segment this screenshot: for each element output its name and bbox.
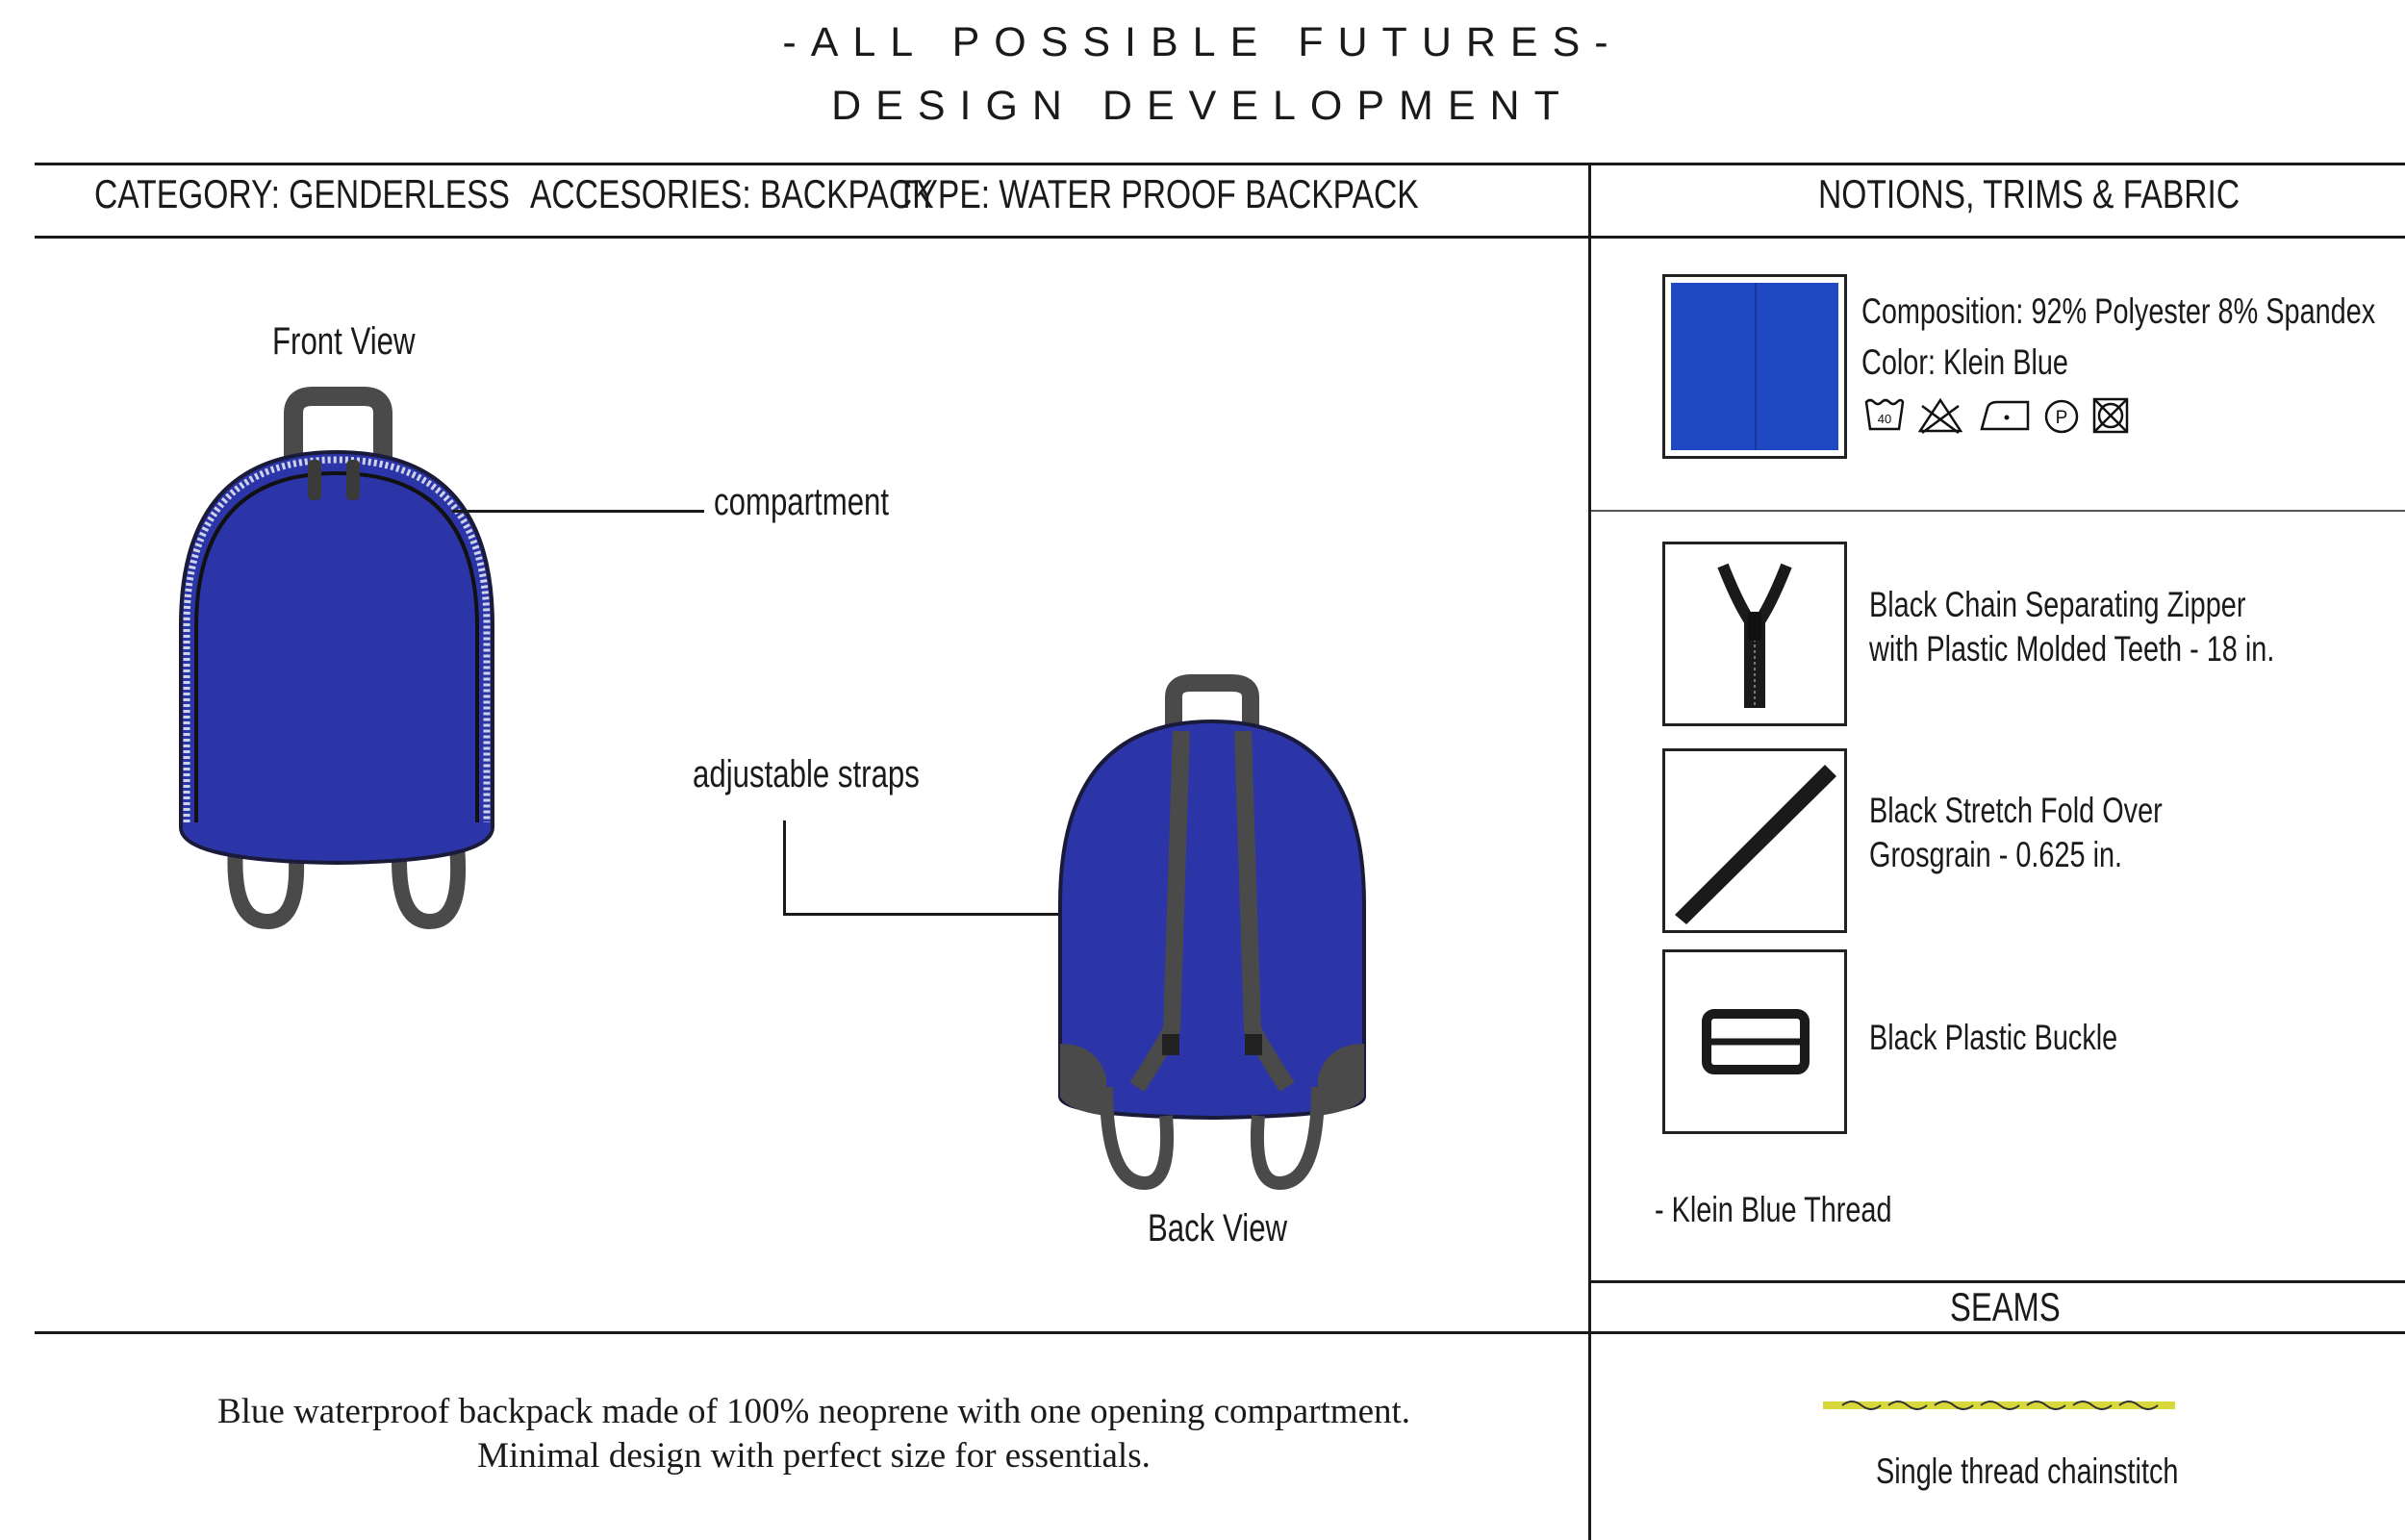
chainstitch-label: Single thread chainstitch [1876,1452,2179,1491]
grosgrain-icon [1675,765,1836,924]
type-label: TYPE: WATER PROOF BACKPACK [897,171,1419,216]
description-line2: Minimal design with perfect size for ess… [477,1436,1151,1476]
no-bleach-icon [1917,397,1963,435]
accessories-label: ACCESORIES: BACKPACK [530,171,934,216]
front-strap-left [227,846,305,929]
grosgrain-line2: Grosgrain - 0.625 in. [1869,835,2123,874]
bottom-rule [35,1331,2405,1334]
wash-40-icon: 40 [1864,398,1905,431]
fabric-color: Color: Klein Blue [1861,342,2068,382]
no-tumble-dry-icon [2092,397,2129,434]
thread-label: - Klein Blue Thread [1655,1190,1892,1229]
buckle-line1: Black Plastic Buckle [1869,1018,2118,1057]
zipper-line1: Black Chain Separating Zipper [1869,585,2246,624]
product-description: Blue waterproof backpack made of 100% ne… [35,1390,1593,1478]
buckle-swatch [1662,949,1847,1134]
grosgrain-swatch [1662,748,1847,933]
front-view-backpack [179,387,494,929]
fabric-swatch-fill [1671,283,1838,450]
front-view-label: Front View [272,320,416,363]
page-title-line2: DESIGN DEVELOPMENT [831,83,1574,129]
category-label: CATEGORY: GENDERLESS [94,171,510,216]
seams-heading: SEAMS [1950,1284,2061,1329]
zipper-icon [1717,563,1792,708]
iron-icon [1980,400,2030,431]
front-strap-right [392,846,467,929]
description-line1: Blue waterproof backpack made of 100% ne… [216,1392,1411,1431]
straps-leader-horizontal [783,913,1173,916]
svg-text:40: 40 [1878,412,1891,426]
dry-clean-p-icon: P [2044,399,2079,434]
back-view-backpack [1058,674,1366,1191]
back-strap-left [1129,730,1190,1092]
zipper-line2: with Plastic Molded Teeth - 18 in. [1869,629,2275,669]
fabric-swatch [1662,274,1847,459]
zipper-swatch [1662,542,1847,726]
fabric-divider [1591,510,2405,512]
notions-heading: NOTIONS, TRIMS & FABRIC [1818,171,2240,216]
compartment-label: compartment [714,481,890,523]
fabric-composition: Composition: 92% Polyester 8% Spandex [1861,291,2376,331]
seams-top-rule [1591,1280,2405,1283]
header-top-rule [35,163,2405,165]
header-bottom-rule [35,236,2405,239]
chainstitch-icon [1823,1401,2175,1410]
back-strap-right [1234,730,1295,1092]
page-title-line1: -ALL POSSIBLE FUTURES- [782,19,1623,65]
straps-leader-vertical [783,820,786,916]
svg-text:P: P [2056,408,2068,428]
column-divider [1588,163,1591,1540]
back-view-label: Back View [1148,1207,1288,1250]
buckle-icon [1702,1009,1810,1074]
straps-label: adjustable straps [693,753,920,795]
compartment-leader-line [452,510,704,513]
grosgrain-line1: Black Stretch Fold Over [1869,791,2163,830]
